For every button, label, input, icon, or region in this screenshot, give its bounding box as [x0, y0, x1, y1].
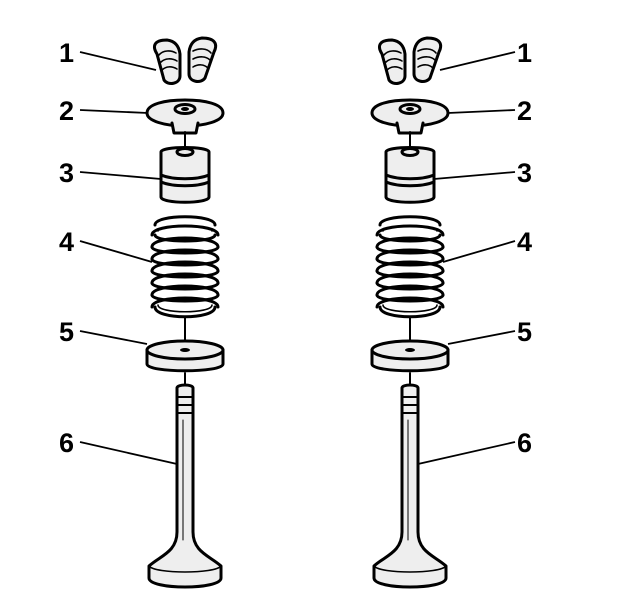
- left-callout-6: 6: [59, 428, 74, 458]
- left-callout-2: 2: [59, 96, 74, 126]
- right-leader-5: [447, 330, 516, 345]
- left-callout-5: 5: [59, 317, 74, 347]
- right-callout-4: 4: [517, 227, 532, 257]
- right-valve-assembly: 1 2 3 4 5 6: [370, 36, 532, 589]
- left-valve-assembly: 1 2 3 4 5 6: [59, 36, 225, 589]
- left-callout-4: 4: [59, 227, 74, 257]
- left-callout-1: 1: [59, 38, 74, 68]
- left-leader-6: [79, 441, 178, 465]
- left-leader-5: [79, 330, 148, 345]
- left-leader-1: [79, 51, 157, 71]
- right-callout-3: 3: [517, 158, 532, 188]
- right-leader-1: [439, 51, 516, 71]
- left-leader-4: [79, 240, 153, 263]
- left-leader-3: [79, 171, 162, 180]
- right-leader-6: [417, 441, 516, 465]
- right-leader-3: [433, 171, 516, 180]
- right-callout-2: 2: [517, 96, 532, 126]
- right-callout-5: 5: [517, 317, 532, 347]
- left-callout-3: 3: [59, 158, 74, 188]
- left-leader-2: [79, 109, 149, 114]
- right-callout-6: 6: [517, 428, 532, 458]
- right-callout-1: 1: [517, 38, 532, 68]
- right-leader-2: [447, 109, 516, 114]
- right-leader-4: [442, 240, 516, 263]
